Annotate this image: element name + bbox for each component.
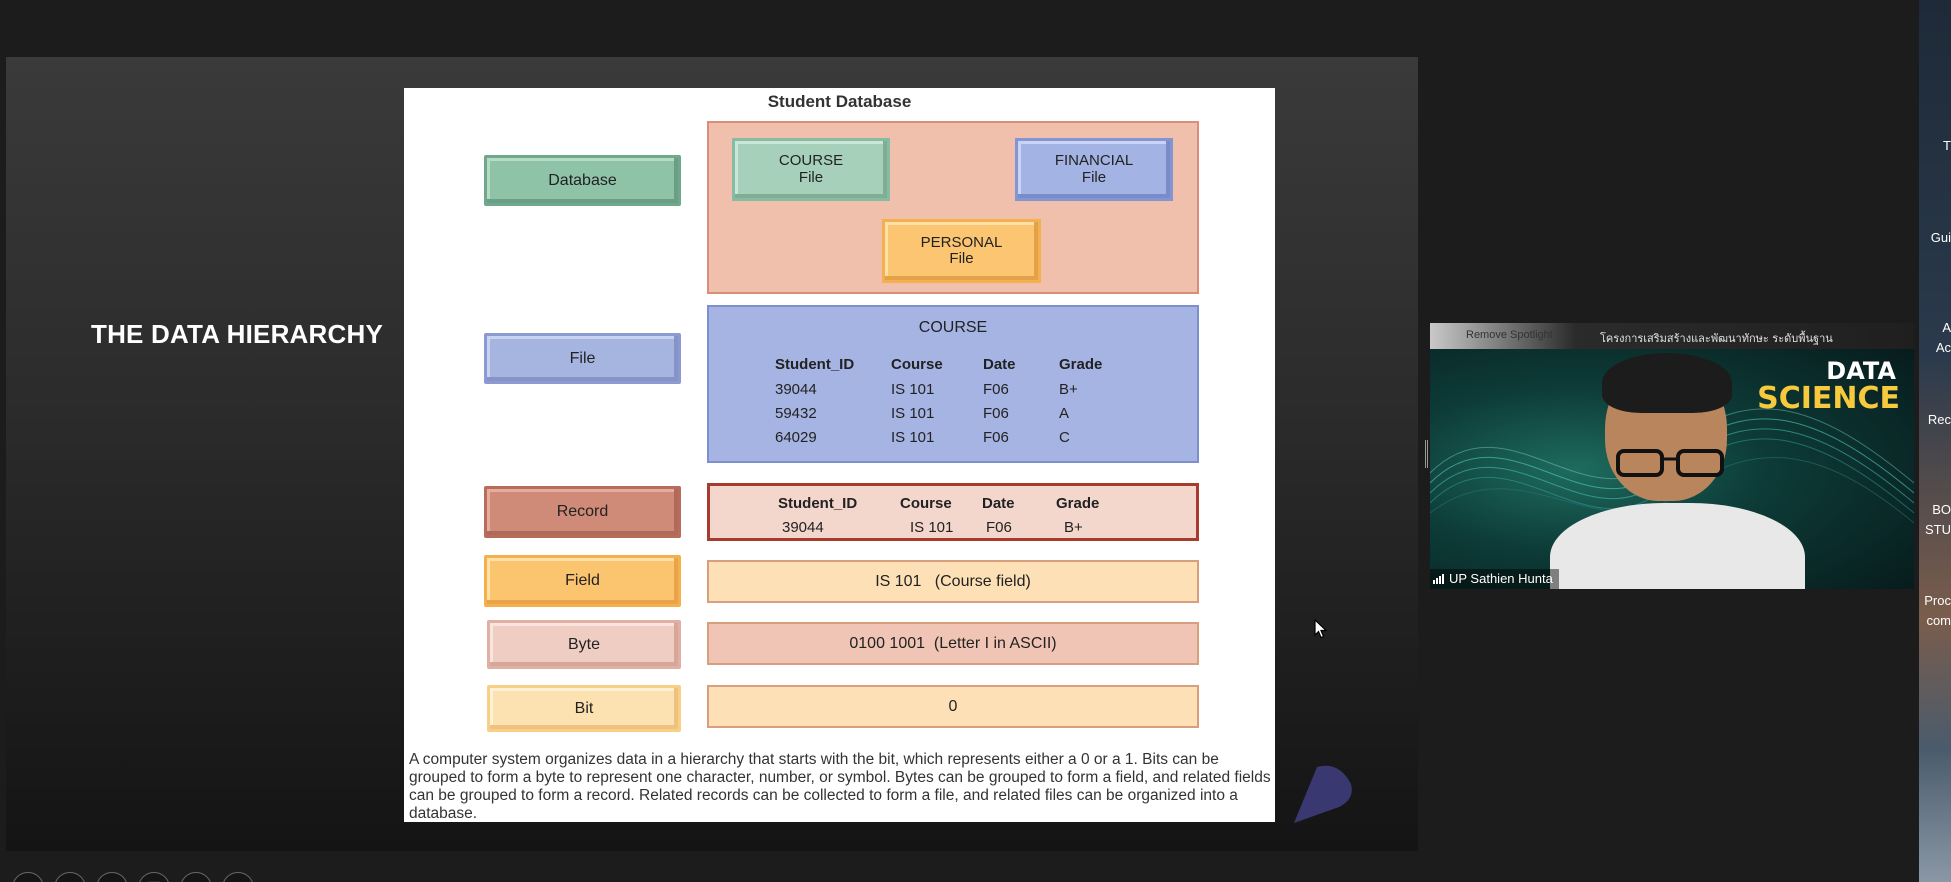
table-row: 39044 IS 101 F06 B+	[778, 515, 1111, 539]
record-table: Student_ID Course Date Grade 39044 IS 10…	[778, 491, 1111, 539]
record-panel: Student_ID Course Date Grade 39044 IS 10…	[707, 483, 1199, 541]
table-cell: B+	[1064, 518, 1083, 536]
figure-caption: A computer system organizes data in a hi…	[409, 751, 1271, 822]
strip-text: Proc	[1924, 593, 1951, 608]
table-cell: F06	[983, 404, 1009, 422]
table-row: 39044 IS 101 F06 B+	[775, 377, 1114, 401]
column-header: Course	[891, 355, 943, 373]
participant-name-tag: UP Sathien Hunta	[1430, 569, 1559, 589]
file-panel: COURSE Student_ID Course Date Grade 3904…	[707, 305, 1199, 463]
background-window-strip: T Gui A Ac Rec BO STU Proc com	[1919, 0, 1951, 882]
label-file: File	[484, 333, 681, 384]
course-file-table: Student_ID Course Date Grade 39044 IS 10…	[775, 351, 1114, 449]
table-cell: IS 101	[891, 380, 935, 398]
participant-shirt	[1550, 503, 1805, 589]
data-hierarchy-figure: Student Database Database File Record Fi…	[404, 88, 1328, 822]
glasses-graphic	[1616, 449, 1724, 477]
table-row: 59432 IS 101 F06 A	[775, 401, 1114, 425]
personal-file-block: PERSONAL File	[882, 219, 1041, 283]
label-database: Database	[484, 155, 681, 206]
table-cell: F06	[983, 428, 1009, 446]
table-cell: F06	[983, 380, 1009, 398]
remove-spotlight-label[interactable]: Remove Spotlight	[1466, 329, 1553, 341]
column-header: Grade	[1059, 355, 1103, 373]
byte-example: 0100 1001 (Letter I in ASCII)	[849, 634, 1057, 652]
table-cell: C	[1059, 428, 1070, 446]
mouse-cursor-icon	[1314, 619, 1328, 639]
strip-text: Gui	[1930, 230, 1951, 245]
strip-text: com	[1926, 613, 1951, 628]
zoom-button[interactable]	[180, 872, 212, 882]
participant-hair	[1602, 353, 1732, 413]
strip-text: Ac	[1935, 340, 1951, 355]
file-panel-title: COURSE	[918, 319, 988, 336]
panel-resize-handle[interactable]	[1425, 440, 1428, 468]
financial-file-line2: File	[1081, 168, 1107, 186]
strip-text: STU	[1925, 522, 1951, 537]
participant-video-tile[interactable]: โครงการเสริมสร้างและพัฒนาทักษะ ระดับพื้น…	[1430, 323, 1914, 589]
byte-panel: 0100 1001 (Letter I in ASCII)	[707, 622, 1199, 665]
brand-line2: SCIENCE	[1757, 381, 1900, 416]
column-header: Student_ID	[775, 355, 855, 373]
column-header: Course	[900, 494, 952, 512]
table-cell: IS 101	[910, 518, 954, 536]
personal-file-line2: File	[949, 250, 974, 267]
bit-example: 0	[948, 697, 958, 715]
table-cell: 39044	[775, 380, 817, 398]
next-slide-button[interactable]	[54, 872, 86, 882]
course-file-line1: COURSE	[778, 152, 844, 169]
column-header: Student_ID	[778, 494, 858, 512]
table-cell: IS 101	[891, 428, 935, 446]
table-cell: 64029	[775, 428, 817, 446]
strip-text: A	[1942, 320, 1951, 335]
bit-panel: 0	[707, 685, 1199, 728]
label-byte: Byte	[487, 620, 681, 669]
strip-text: BO	[1932, 502, 1951, 517]
participant-name: UP Sathien Hunta	[1449, 571, 1553, 586]
table-row: 64029 IS 101 F06 C	[775, 425, 1114, 449]
column-header: Date	[982, 494, 1015, 512]
column-header: Grade	[1056, 494, 1100, 512]
see-all-slides-button[interactable]	[138, 872, 170, 882]
figure-title: Student Database	[767, 92, 912, 111]
table-cell: B+	[1059, 380, 1078, 398]
video-banner-text: โครงการเสริมสร้างและพัฒนาทักษะ ระดับพื้น…	[1600, 332, 1833, 345]
financial-file-line1: FINANCIAL	[1054, 152, 1134, 169]
course-file-block: COURSE File	[732, 138, 890, 201]
label-bit: Bit	[487, 685, 681, 732]
laser-pointer-icon	[1294, 765, 1352, 823]
financial-file-block: FINANCIAL File	[1015, 138, 1173, 201]
presentation-slide: THE DATA HIERARCHY Student Database Data…	[6, 57, 1418, 882]
strip-text: Rec	[1927, 412, 1951, 427]
field-panel: IS 101 (Course field)	[707, 560, 1199, 603]
signal-icon	[1433, 573, 1444, 584]
more-options-button[interactable]	[222, 872, 254, 882]
video-banner	[1430, 323, 1914, 349]
database-panel: COURSE File FINANCIAL File PERSONAL File	[707, 121, 1199, 294]
slideshow-controls	[12, 872, 254, 882]
brand-line1: DATA	[1826, 357, 1896, 385]
table-cell: F06	[986, 518, 1012, 536]
table-cell: A	[1059, 404, 1070, 422]
slide-title: THE DATA HIERARCHY	[91, 319, 383, 349]
table-cell: 39044	[782, 518, 824, 536]
label-field: Field	[484, 555, 681, 607]
strip-text: T	[1943, 138, 1951, 153]
previous-slide-button[interactable]	[12, 872, 44, 882]
table-cell: 59432	[775, 404, 817, 422]
pen-tool-button[interactable]	[96, 872, 128, 882]
personal-file-line1: PERSONAL	[920, 233, 1003, 251]
field-example: IS 101 (Course field)	[875, 572, 1031, 590]
course-file-line2: File	[798, 168, 824, 186]
label-record: Record	[484, 486, 681, 538]
table-cell: IS 101	[891, 404, 935, 422]
column-header: Date	[983, 355, 1016, 373]
